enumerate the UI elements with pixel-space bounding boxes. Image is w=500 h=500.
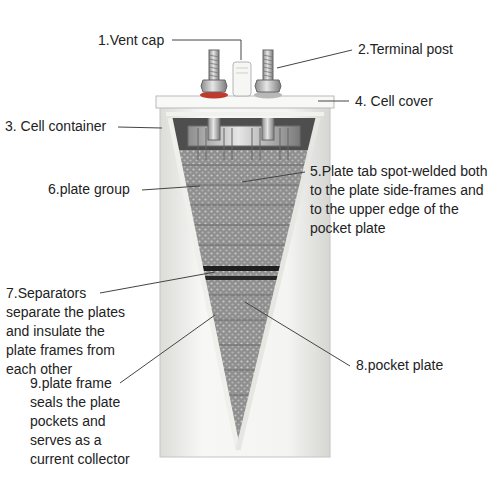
callout-label: 8.pocket plate — [356, 356, 443, 375]
terminal-post — [254, 50, 282, 99]
callout-label: 3. Cell container — [5, 117, 106, 136]
callout-label: 4. Cell cover — [355, 92, 433, 111]
terminal-post — [200, 50, 228, 99]
callout-label: 7.Separators separate the plates and ins… — [6, 284, 131, 379]
cell-container — [160, 105, 330, 457]
vent-cap — [233, 62, 251, 96]
callout-label: 5.Plate tab spot-welded both to the plat… — [310, 162, 490, 238]
callout-label: 2.Terminal post — [358, 40, 453, 59]
cell-cover — [156, 96, 334, 108]
callout-label: 1.Vent cap — [98, 31, 164, 50]
callout-label: 6.plate group — [48, 180, 130, 199]
callout-label: 9.plate frame seals the plate pockets an… — [30, 374, 145, 469]
